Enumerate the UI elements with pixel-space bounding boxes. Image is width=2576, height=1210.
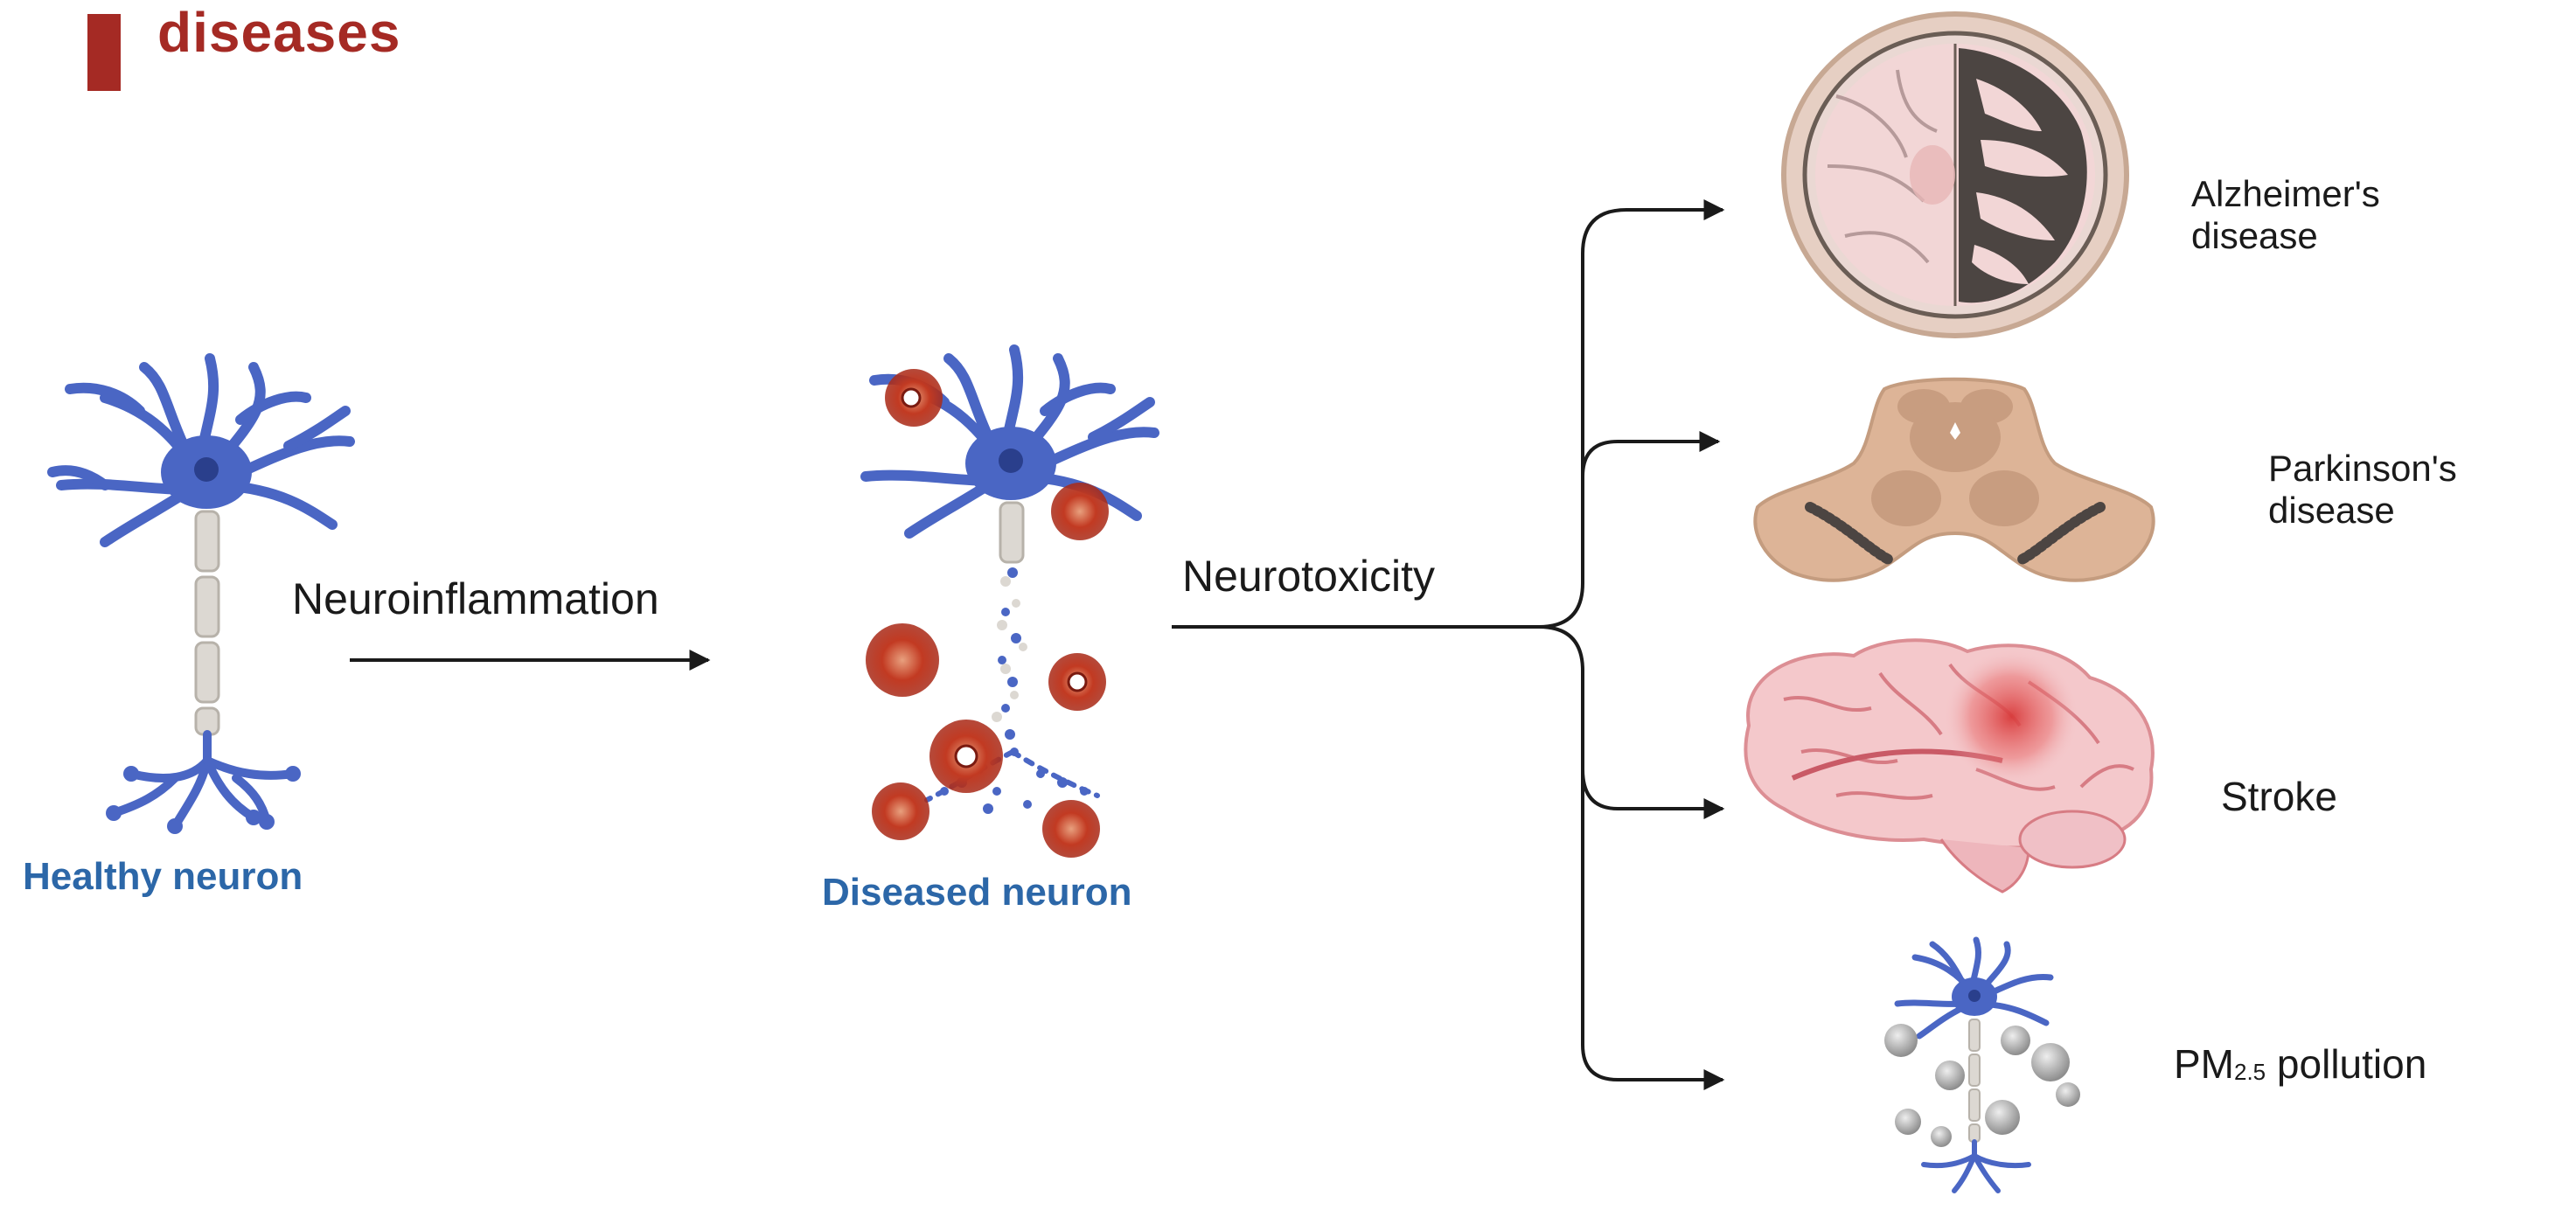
pm25-neuron-icon xyxy=(1884,936,2080,1193)
alzheimers-label-line2: disease xyxy=(2191,215,2318,256)
neurotoxicity-arrows xyxy=(1172,199,1725,1090)
pm25-pollution-label: PM2.5 pollution xyxy=(2174,1040,2426,1088)
parkinsons-label: Parkinson's disease xyxy=(2268,448,2457,532)
alzheimers-brain-icon xyxy=(1781,11,2129,338)
parkinsons-midbrain-icon xyxy=(1753,377,2155,582)
stroke-label: Stroke xyxy=(2221,774,2337,819)
pm25-particles xyxy=(1884,1024,2080,1147)
pm-prefix: PM xyxy=(2174,1041,2234,1087)
protein-aggregates xyxy=(866,369,1109,858)
diseased-neuron-label: Diseased neuron xyxy=(822,871,1132,914)
page-title: diseases xyxy=(157,1,401,64)
healthy-neuron-icon xyxy=(47,353,355,834)
pm-subscript: 2.5 xyxy=(2234,1059,2266,1085)
alzheimers-label: Alzheimer's disease xyxy=(2191,173,2380,257)
title-accent-bar xyxy=(87,14,121,91)
parkinsons-label-line2: disease xyxy=(2268,490,2395,531)
neuroinflammation-label: Neuroinflammation xyxy=(292,574,659,623)
healthy-neuron-label: Healthy neuron xyxy=(23,855,303,898)
alzheimers-label-line1: Alzheimer's xyxy=(2191,173,2380,214)
stroke-brain-icon xyxy=(1744,638,2155,894)
pm-suffix: pollution xyxy=(2266,1041,2427,1087)
neurotoxicity-label: Neurotoxicity xyxy=(1182,552,1435,601)
parkinsons-label-line1: Parkinson's xyxy=(2268,448,2457,489)
